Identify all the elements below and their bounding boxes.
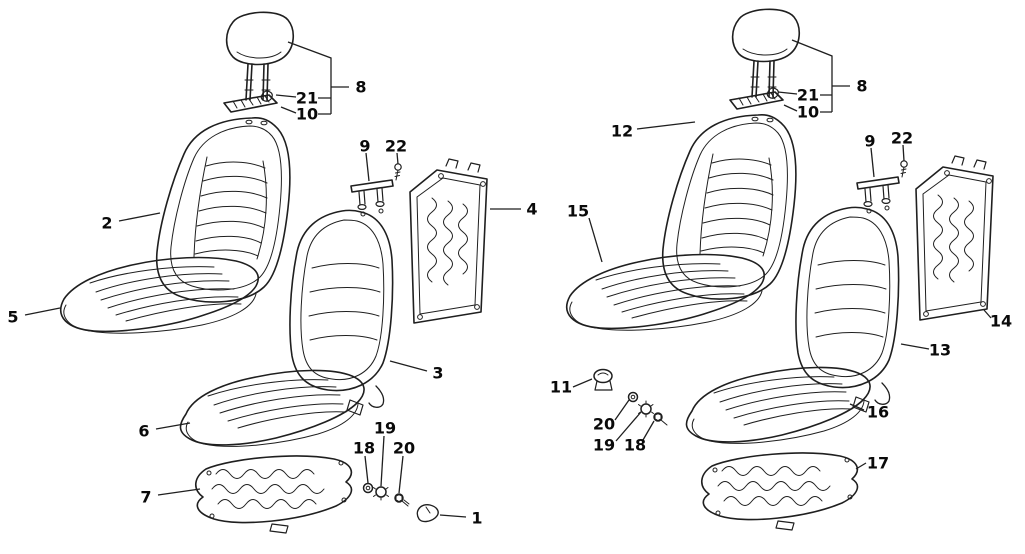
callout-3: 3 [389, 360, 444, 383]
callout-18-right: 18 [624, 420, 655, 455]
callout-22-left: 22 [385, 137, 407, 165]
callout-label-11: 11 [550, 378, 572, 397]
callout-label-13: 13 [929, 341, 951, 360]
callout-label-19: 19 [374, 419, 396, 438]
callout-label-10-right: 10 [797, 103, 819, 122]
callout-2: 2 [101, 212, 161, 233]
callout-label-9: 9 [359, 137, 370, 156]
callout-11: 11 [550, 378, 593, 397]
callout-label-7: 7 [140, 488, 151, 507]
callout-label-14: 14 [990, 312, 1012, 331]
callout-9-right: 9 [864, 132, 876, 178]
callout-label-5: 5 [7, 308, 18, 327]
callout-label-2: 2 [101, 214, 112, 233]
callout-label-9-right: 9 [864, 132, 875, 151]
bolt-18-right [653, 412, 668, 426]
callout-label-18: 18 [353, 439, 375, 458]
callout-19-right: 19 [593, 411, 642, 455]
callout-label-12: 12 [611, 122, 633, 141]
callout-14: 14 [983, 309, 1012, 331]
callout-group-8-21-10-left: 21 10 8 [275, 41, 367, 124]
callout-20-right: 20 [593, 399, 630, 434]
callout-label-10: 10 [296, 105, 318, 124]
callout-label-22-right: 22 [891, 129, 913, 148]
left-small-parts [362, 482, 439, 523]
washer-20-right [627, 391, 639, 403]
callout-22-right: 22 [891, 129, 913, 162]
callout-20-left: 20 [393, 439, 415, 494]
callout-label-8-right: 8 [856, 77, 867, 96]
callout-4: 4 [490, 200, 538, 219]
callout-13: 13 [900, 341, 951, 360]
right-small-parts [593, 368, 668, 426]
bolt-20-left [394, 493, 410, 507]
callout-label-3: 3 [432, 364, 443, 383]
callout-17: 17 [855, 454, 889, 473]
callout-label-20-right: 20 [593, 415, 615, 434]
callout-7: 7 [140, 488, 201, 507]
callouts-right: 12 15 14 13 11 20 19 18 [550, 39, 1012, 473]
callout-label-16: 16 [867, 403, 889, 422]
callout-label-17: 17 [867, 454, 889, 473]
callout-18-left: 18 [353, 439, 375, 484]
callout-label-1: 1 [471, 509, 482, 528]
callout-label-18-right: 18 [624, 436, 646, 455]
callout-label-21-right: 21 [797, 86, 819, 105]
recliner-knob-11 [593, 368, 613, 391]
washer-19-left [373, 483, 389, 501]
callout-12: 12 [611, 121, 696, 141]
callout-label-20: 20 [393, 439, 415, 458]
callout-label-21: 21 [296, 89, 318, 108]
hook-clip-1 [416, 504, 439, 523]
callout-label-15: 15 [567, 202, 589, 221]
washer-19-right [638, 400, 654, 418]
callout-group-8-21-10-right: 21 10 8 [777, 39, 868, 122]
callout-label-22: 22 [385, 137, 407, 156]
callout-19-left: 19 [374, 419, 396, 487]
callout-label-6: 6 [138, 422, 149, 441]
callout-label-8: 8 [355, 78, 366, 97]
callout-9-left: 9 [359, 137, 371, 182]
callout-1: 1 [439, 509, 483, 528]
callout-5: 5 [7, 307, 61, 327]
callout-label-4: 4 [526, 200, 537, 219]
washer-18-left [362, 482, 374, 494]
callout-16: 16 [849, 403, 889, 422]
callout-label-19-right: 19 [593, 436, 615, 455]
callout-6: 6 [138, 422, 191, 441]
callout-15: 15 [567, 202, 603, 263]
left-seat-assembly [59, 11, 488, 534]
callouts-left: 2 5 6 7 3 4 9 22 [7, 41, 538, 528]
